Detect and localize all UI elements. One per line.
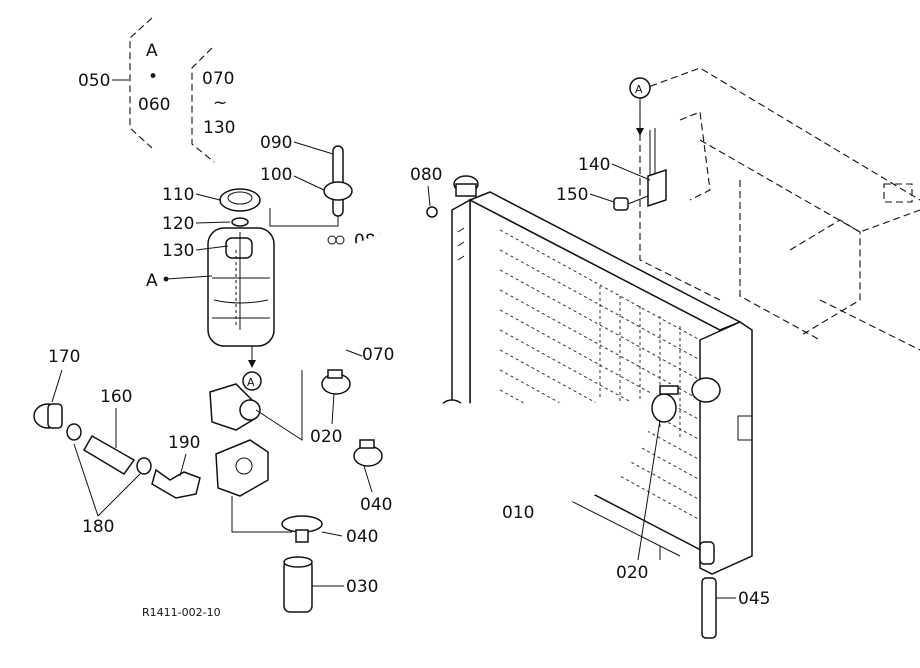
set-tilde: ~ — [213, 93, 227, 113]
tank-circle-a-label: A — [247, 376, 255, 389]
callout-030: 030 — [346, 577, 378, 597]
callout-150: 150 — [556, 185, 588, 205]
cap-170 — [33, 403, 63, 429]
callout-140: 140 — [578, 155, 610, 175]
callout-100: 100 — [260, 165, 292, 185]
leader-070 — [345, 349, 363, 357]
callout-020-right: 020 — [616, 563, 648, 583]
tank-arrow-head — [248, 360, 256, 368]
packing-120 — [231, 217, 249, 227]
leader-170 — [51, 369, 63, 403]
tank-cap-110 — [219, 188, 261, 212]
callout-040-upper: 040 — [360, 495, 392, 515]
reserve-tank — [207, 227, 275, 347]
callout-130-set: 130 — [203, 118, 235, 138]
hose-clamp-020-left — [321, 369, 351, 395]
callout-045: 045 — [738, 589, 770, 609]
set-bracket-070-130 — [191, 47, 215, 163]
flange-link-line — [255, 370, 303, 441]
clip-080 — [426, 206, 438, 218]
callout-120: 120 — [162, 214, 194, 234]
hose-clamp-020-right — [651, 385, 679, 423]
set-marker-a: A — [146, 41, 158, 61]
leader-100 — [293, 175, 325, 191]
callout-070-set: 070 — [202, 69, 234, 89]
bracket-140 — [647, 128, 667, 208]
hose-clamp-040-upper — [353, 439, 383, 467]
upper-hose — [347, 389, 673, 502]
bolt-150 — [613, 195, 649, 211]
tank-to-pipe-line — [269, 208, 339, 227]
hose-clamp-040-lower — [281, 515, 323, 543]
callout-130: 130 — [162, 241, 194, 261]
callout-170: 170 — [48, 347, 80, 367]
callout-110: 110 — [162, 185, 194, 205]
callout-060: 060 — [138, 95, 170, 115]
small-clip-080 — [327, 235, 345, 245]
callout-190: 190 — [168, 433, 200, 453]
callout-020-left: 020 — [310, 427, 342, 447]
frame-dashed — [639, 67, 920, 351]
leader-090 — [293, 141, 334, 155]
frame-circle-a-label: A — [635, 83, 643, 96]
leader-120 — [195, 221, 231, 224]
set-bullet: • — [148, 67, 158, 87]
set-bracket-050-060 — [129, 17, 153, 149]
callout-050: 050 — [78, 71, 110, 91]
water-flange-upper — [209, 383, 261, 431]
drain-pipe-045 — [701, 577, 717, 639]
clamp-100 — [323, 181, 353, 201]
callout-160: 160 — [100, 387, 132, 407]
leader-020-left — [331, 393, 335, 425]
leader-040-upper — [363, 465, 373, 493]
leader-190 — [179, 453, 187, 477]
leader-080 — [427, 185, 431, 207]
leader-150 — [589, 193, 615, 203]
frame-a-arrow-head — [636, 128, 644, 136]
overflow-pipe-090 — [332, 145, 344, 217]
leader-180 — [73, 443, 141, 517]
figure-code: R1411-002-10 — [142, 606, 221, 619]
hose-160 — [82, 434, 136, 475]
tank-circle-a — [242, 371, 262, 391]
leader-020-right — [637, 419, 661, 561]
callout-090: 090 — [260, 133, 292, 153]
leader-130 — [195, 245, 229, 251]
overflow-hose-070 — [324, 204, 444, 352]
lower-link-line — [231, 496, 292, 533]
elbow-190 — [151, 468, 201, 499]
callout-080-upper: 080 — [410, 165, 442, 185]
callout-040-lower: 040 — [346, 527, 378, 547]
radiator-010 — [439, 175, 753, 575]
clamps-180 — [66, 423, 152, 475]
water-flange-lower — [215, 439, 269, 497]
callout-010: 010 — [502, 503, 534, 523]
pipe-030 — [283, 556, 313, 613]
callout-070: 070 — [362, 345, 394, 365]
lower-hose — [284, 450, 362, 532]
leader-tank-a — [165, 275, 213, 280]
leader-110 — [195, 193, 221, 201]
leader-140 — [611, 163, 651, 181]
tank-marker-a: A — [146, 271, 158, 291]
callout-180: 180 — [82, 517, 114, 537]
leader-040-lower — [321, 531, 343, 537]
